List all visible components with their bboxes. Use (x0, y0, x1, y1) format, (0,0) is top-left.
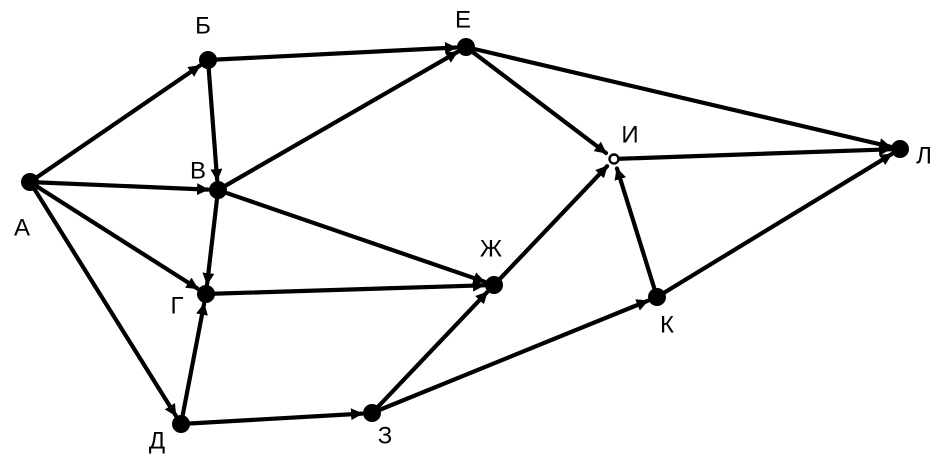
node-label-Zh: Ж (480, 235, 502, 262)
nodes (21, 38, 909, 433)
node-I (608, 153, 620, 165)
edge-Z-Zh (371, 290, 490, 414)
node-Zh (485, 276, 503, 294)
node-label-A: А (14, 214, 30, 241)
node-label-B: Б (195, 12, 211, 39)
edge-G-Zh (205, 279, 487, 296)
edge-B-V (206, 59, 223, 183)
node-label-G: Г (171, 292, 184, 319)
node-V (209, 181, 227, 199)
node-E (457, 38, 475, 56)
edge-A-G (29, 181, 200, 291)
node-label-L: Л (916, 142, 932, 169)
node-label-K: К (660, 311, 674, 338)
edge-V-Zh (217, 188, 487, 284)
edge-E-I (465, 46, 609, 156)
node-G (197, 285, 215, 303)
edge-B-E (207, 42, 459, 63)
edge-Z-K (371, 298, 650, 415)
edge-A-D (29, 181, 178, 418)
edge-I-L (613, 143, 893, 161)
edge-D-Z (180, 408, 365, 426)
edge-K-L (656, 152, 894, 299)
node-label-D: Д (149, 427, 165, 454)
node-label-E: Е (455, 6, 471, 33)
node-B (199, 51, 217, 69)
node-Z (363, 404, 381, 422)
edge-Zh-I (493, 164, 610, 286)
node-L (891, 140, 909, 158)
node-D (172, 415, 190, 433)
edge-V-G (202, 189, 220, 287)
node-A (21, 173, 39, 191)
node-K (648, 288, 666, 306)
node-labels: А Б В Г Д Е Ж З И К Л (14, 6, 932, 454)
node-label-Z: З (378, 422, 393, 449)
edge-A-V (29, 180, 211, 196)
edge-E-L (465, 45, 893, 151)
edge-A-B (29, 63, 202, 183)
edge-V-E (217, 49, 460, 192)
edge-D-G (179, 301, 208, 425)
edge-K-I (614, 166, 659, 298)
node-label-V: В (190, 157, 206, 184)
edges (29, 42, 894, 426)
node-label-I: И (621, 121, 638, 148)
